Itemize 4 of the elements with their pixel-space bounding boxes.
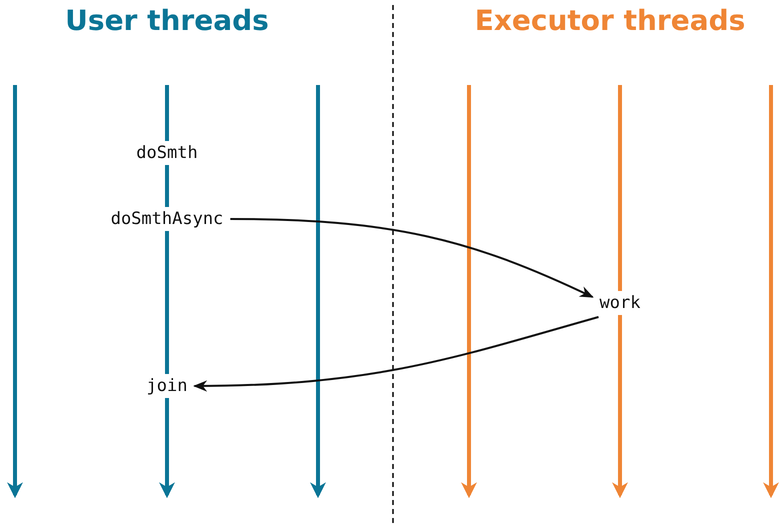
arrow (193, 316, 599, 392)
column-heading: Executor threads (474, 4, 746, 38)
arrow (230, 218, 594, 298)
column-heading: User threads (65, 4, 269, 38)
